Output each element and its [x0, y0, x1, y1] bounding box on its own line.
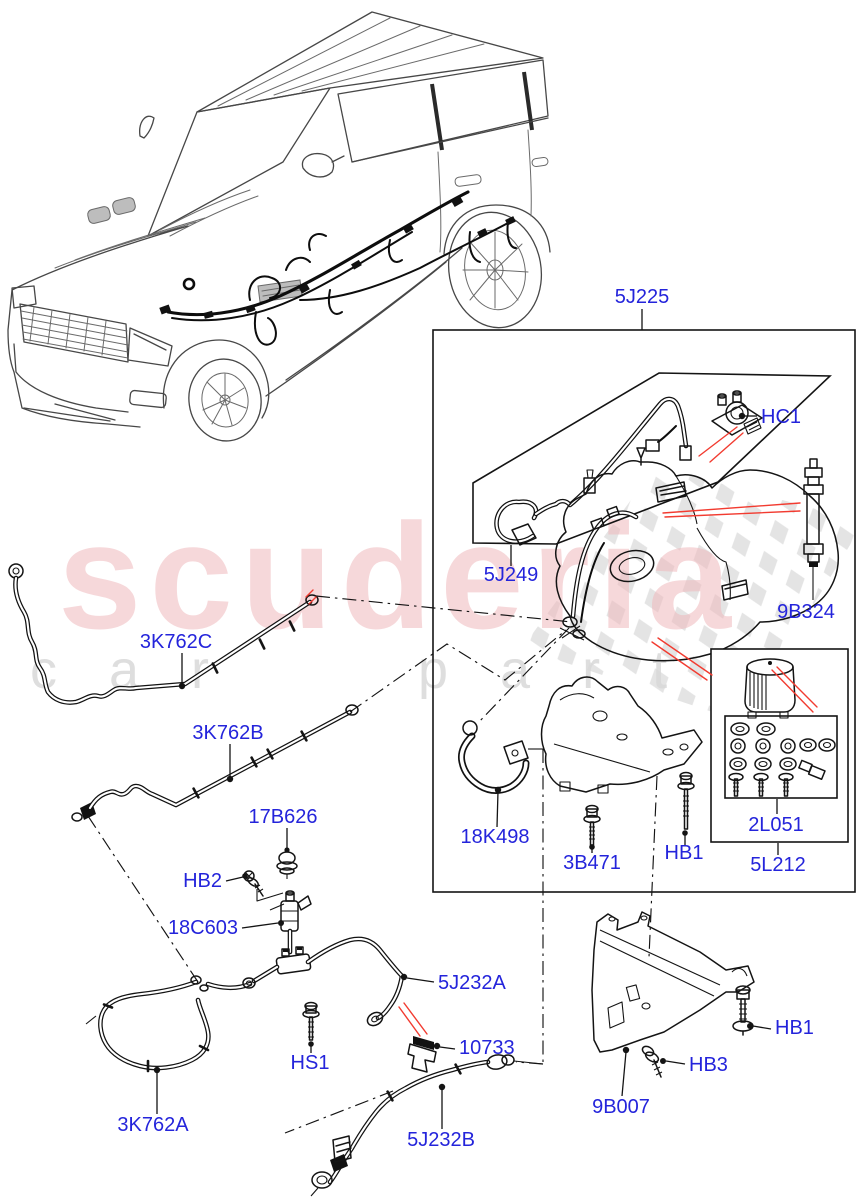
arrow-hc1 — [698, 426, 744, 463]
car-wipers — [159, 189, 259, 237]
callout-5j232a[interactable]: 5J232A — [438, 972, 506, 994]
part-5J249-fuel-vapour-harness — [494, 396, 692, 546]
hood-vent-icon — [112, 197, 136, 215]
callout-3b471[interactable]: 3B471 — [563, 852, 621, 874]
car-bonnet-edge — [11, 225, 189, 291]
kit-bolt — [728, 772, 744, 797]
callout-18k498[interactable]: 18K498 — [461, 826, 530, 848]
car-mirror — [301, 152, 345, 178]
part-HC1-sensor-bracket — [711, 390, 763, 436]
car-sill-lines — [265, 247, 463, 397]
part-5J232B-pipe — [310, 1054, 544, 1197]
car-beltline — [351, 117, 549, 163]
part-18C603-valve — [256, 889, 312, 955]
car-roof-rails — [217, 17, 485, 107]
door-handle-icon — [531, 156, 549, 168]
arrow-pump-to-kit — [771, 666, 818, 713]
callout-labels: 5J225 HC1 5J249 9B324 3K762C 3K762B 17B6… — [117, 286, 835, 1151]
kit-bolt — [753, 772, 769, 797]
car-side-windows — [337, 59, 549, 163]
car-roof — [196, 11, 544, 113]
arrow-10733 — [398, 1002, 428, 1037]
kit-2L051-hardware — [728, 722, 836, 797]
kit-box-5J225 — [432, 329, 856, 893]
callout-hb1-mid[interactable]: HB1 — [665, 842, 704, 864]
part-17B626-grommet — [276, 851, 298, 879]
callout-hb1-bottom[interactable]: HB1 — [775, 1017, 814, 1039]
callout-5j232b[interactable]: 5J232B — [407, 1129, 475, 1151]
part-HB3-bolt — [641, 1045, 663, 1078]
car-grille-slats — [20, 306, 129, 359]
callout-hc1[interactable]: HC1 — [761, 406, 801, 428]
part-tee-junction — [242, 946, 312, 989]
callout-5j225[interactable]: 5J225 — [615, 286, 670, 308]
arrow-tank-to-pump — [651, 637, 713, 681]
car-b-pillars — [430, 71, 534, 151]
callout-18c603[interactable]: 18C603 — [168, 917, 238, 939]
car-windshield — [147, 87, 331, 237]
callout-hb3[interactable]: HB3 — [689, 1054, 728, 1076]
vehicle-illustration — [7, 11, 551, 442]
part-18K498-hose — [458, 720, 543, 794]
rear-wheel — [447, 211, 543, 329]
callout-hb2[interactable]: HB2 — [183, 870, 222, 892]
front-wheel — [188, 358, 262, 442]
part-fuel-tank — [554, 447, 840, 662]
callout-2l051[interactable]: 2L051 — [748, 814, 804, 836]
callout-5j249[interactable]: 5J249 — [484, 564, 539, 586]
car-bonnet-creases — [54, 217, 206, 269]
part-9B007-bracket — [591, 911, 755, 1053]
projection-lines — [87, 595, 658, 1134]
car-grille — [19, 303, 129, 363]
callout-17b626[interactable]: 17B626 — [249, 806, 318, 828]
car-antenna-fin — [139, 115, 155, 139]
callout-3k762c[interactable]: 3K762C — [140, 631, 212, 653]
callout-9b007[interactable]: 9B007 — [592, 1096, 650, 1118]
kit-box-5L212 — [710, 648, 849, 843]
callout-3k762b[interactable]: 3K762B — [192, 722, 263, 744]
car-left-headlight — [11, 285, 37, 309]
kit-box-2L051 — [724, 715, 838, 799]
callout-10733[interactable]: 10733 — [459, 1037, 515, 1059]
part-fuel-pump — [744, 658, 796, 719]
door-handle-icon — [454, 174, 482, 187]
part-10733-clip — [407, 1036, 437, 1073]
car-front-bumper — [13, 343, 129, 422]
callout-3k762a[interactable]: 3K762A — [117, 1114, 189, 1136]
red-pointer-arrows — [398, 426, 818, 1037]
rear-wheel-arch — [443, 204, 551, 255]
part-3K762A-pipe — [85, 975, 253, 1073]
car-fog-lamp-slot — [129, 389, 167, 409]
part-3B471-bolt — [583, 804, 601, 846]
car-right-headlight — [127, 327, 173, 367]
part-3K762C-pipe — [8, 563, 319, 705]
callout-5l212[interactable]: 5L212 — [750, 854, 806, 876]
part-HS1-bolt — [302, 1001, 320, 1041]
front-wheel-arch — [162, 339, 270, 419]
callout-9b324[interactable]: 9B324 — [777, 601, 835, 623]
part-HB1-bolt — [677, 771, 695, 830]
leader-lines — [153, 309, 779, 1129]
part-heat-shield — [540, 676, 703, 794]
hood-vent-icon — [87, 206, 111, 224]
kit-bolt — [778, 772, 794, 797]
part-3K762B-pipe — [71, 704, 359, 822]
part-9B324-inline-filter — [803, 458, 824, 600]
arrow-9b324 — [662, 502, 801, 518]
vehicle-wiring-harness — [159, 190, 517, 346]
part-5J232A-pipe — [305, 936, 405, 1027]
callout-hs1[interactable]: HS1 — [291, 1052, 330, 1074]
car-front-left-edge — [7, 289, 141, 428]
